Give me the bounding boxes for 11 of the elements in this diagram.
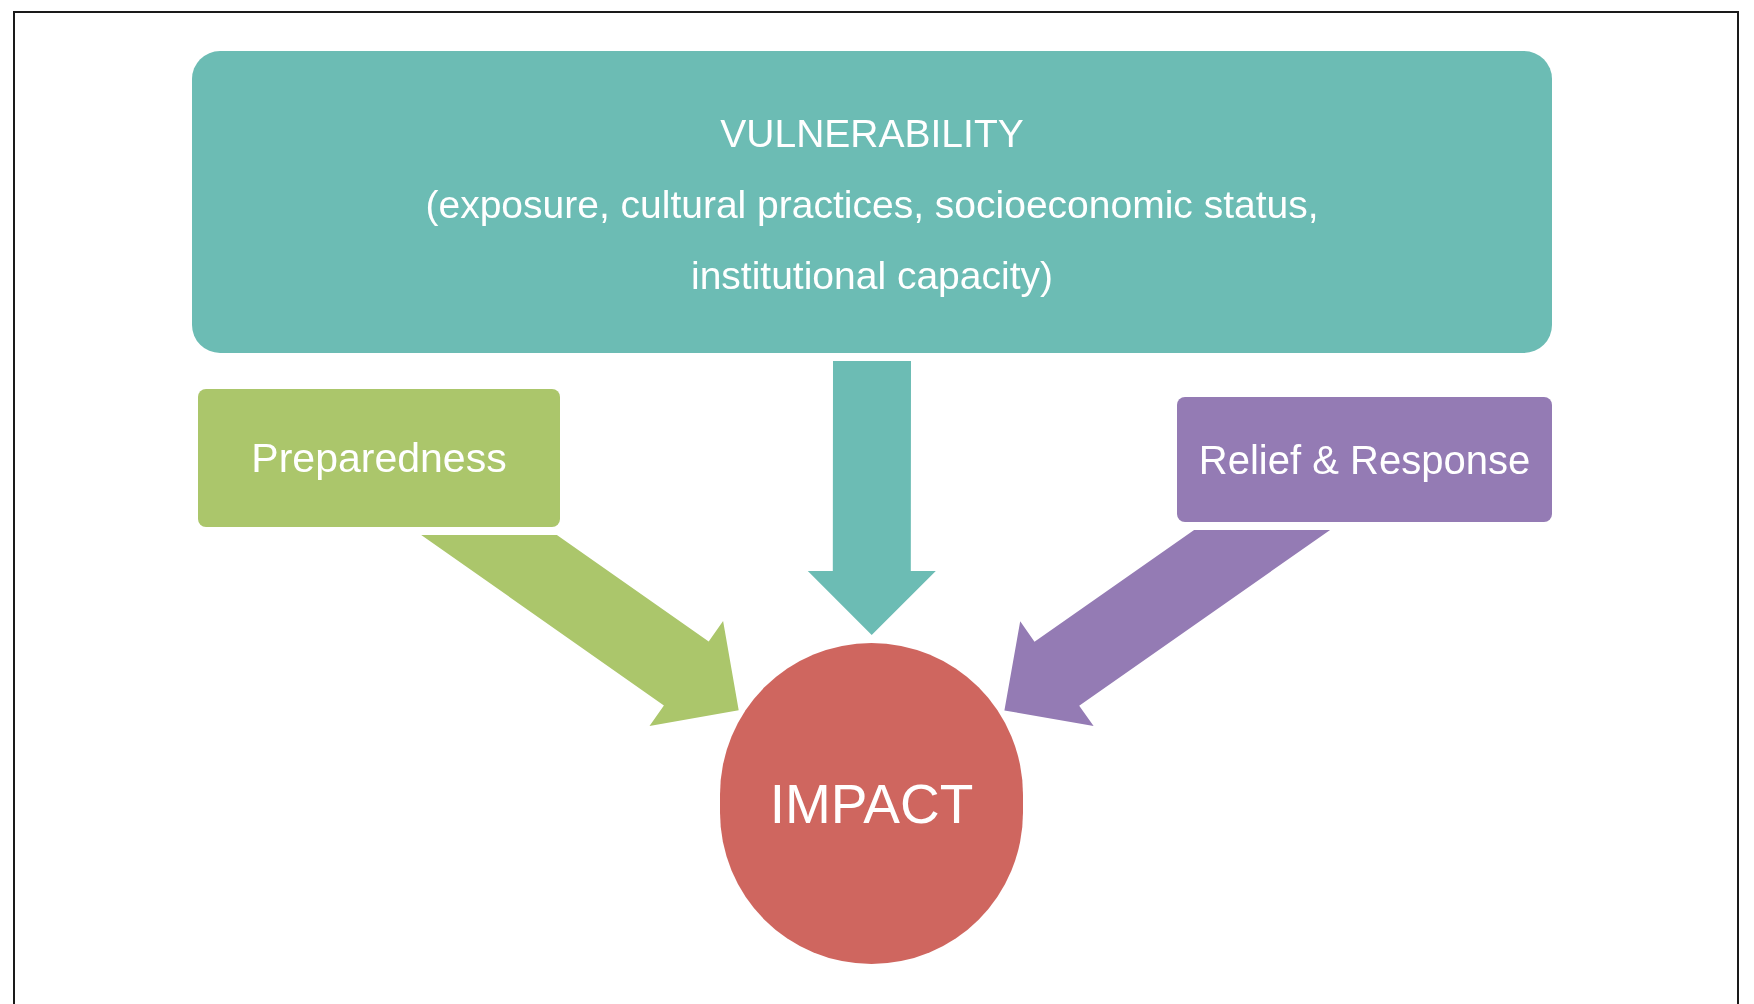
block-arrow	[421, 535, 739, 726]
factor-box	[1177, 397, 1552, 522]
box-label: Relief & Response	[1198, 436, 1531, 484]
block-arrow	[1004, 530, 1331, 727]
heading-text: VULNERABILITY	[720, 111, 1024, 157]
circle-label: IMPACT	[769, 771, 974, 836]
factor-box	[198, 389, 560, 527]
rounded-panel	[192, 51, 1552, 353]
block-arrow	[807, 361, 936, 635]
box-label: Preparedness	[251, 434, 507, 482]
body-text: (exposure, cultural practices, socioeconomic status, institutional capacity)	[424, 182, 1320, 299]
